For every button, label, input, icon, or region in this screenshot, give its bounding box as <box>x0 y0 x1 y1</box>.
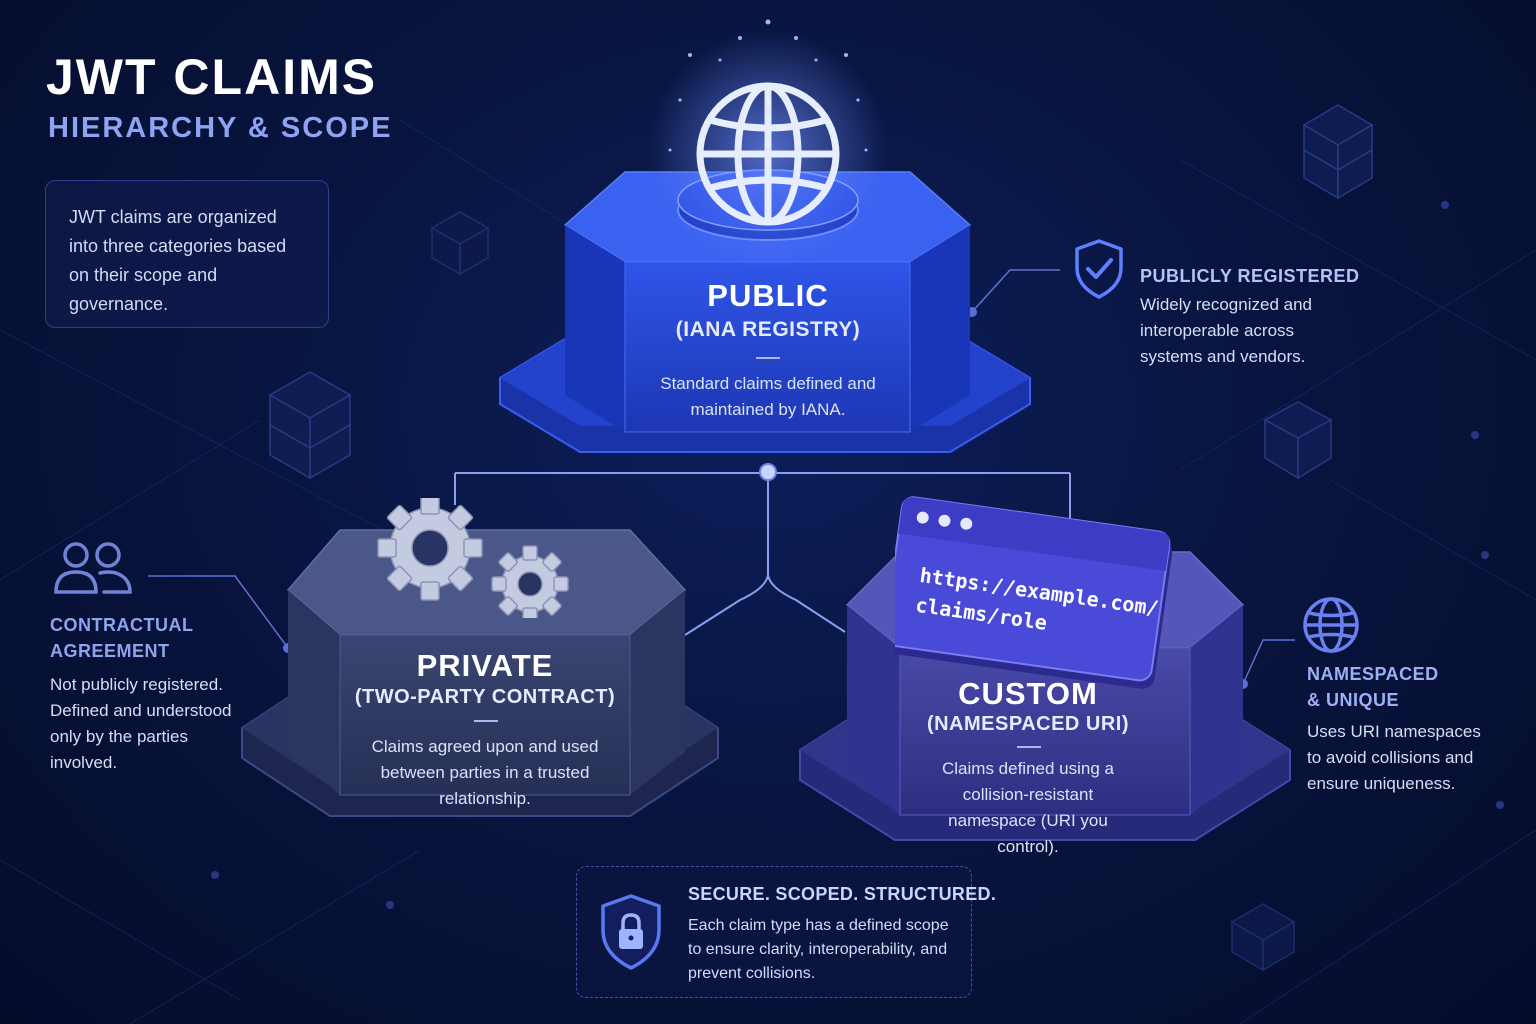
decorative-cube-stack <box>268 371 352 480</box>
private-description: Claims agreed upon and used between part… <box>371 737 599 808</box>
page-subtitle: HIERARCHY & SCOPE <box>48 112 393 144</box>
public-description: Standard claims defined and maintained b… <box>660 374 876 419</box>
custom-description: Claims defined using a collision-resista… <box>942 759 1114 856</box>
page-title: JWT CLAIMS <box>46 49 378 105</box>
lock-shield-icon <box>601 894 661 970</box>
public-title: PUBLIC <box>707 278 829 313</box>
public-divider <box>756 357 780 359</box>
private-title: PRIVATE <box>416 648 554 683</box>
public-note-text: Widely recognized and interoperable acro… <box>1140 295 1312 366</box>
users-icon <box>54 542 132 594</box>
custom-title: CUSTOM <box>958 676 1098 711</box>
private-note-text: Not publicly registered. Defined and und… <box>50 675 232 772</box>
private-note-title-line2: AGREEMENT <box>50 641 170 661</box>
private-note-title-line1: CONTRACTUAL <box>50 615 194 635</box>
gears-icon <box>377 498 569 618</box>
custom-subtitle: (NAMESPACED URI) <box>926 713 1130 735</box>
private-subtitle: (TWO-PARTY CONTRACT) <box>354 686 616 708</box>
custom-note-title: NAMESPACED & UNIQUE <box>1307 661 1439 713</box>
globe-icon <box>1303 597 1359 653</box>
custom-note-text: Uses URI namespaces to avoid collisions … <box>1307 722 1481 793</box>
custom-note-title-line1: NAMESPACED <box>1307 664 1439 684</box>
private-note-title: CONTRACTUAL AGREEMENT <box>50 612 193 664</box>
private-divider <box>474 720 498 722</box>
intro-box: JWT claims are organized into three cate… <box>45 180 329 328</box>
custom-note-title-line2: & UNIQUE <box>1307 690 1400 710</box>
shield-check-icon <box>1075 239 1123 299</box>
browser-window-icon <box>895 496 1173 689</box>
intro-text: JWT claims are organized into three cate… <box>69 207 287 314</box>
globe-icon <box>696 82 840 226</box>
public-note-title: PUBLICLY REGISTERED <box>1140 266 1360 286</box>
callout-title: SECURE. SCOPED. STRUCTURED. <box>688 884 997 904</box>
callout-text: Each claim type has a defined scope to e… <box>688 917 949 982</box>
custom-divider <box>1017 746 1041 748</box>
public-subtitle: (IANA REGISTRY) <box>675 318 861 341</box>
